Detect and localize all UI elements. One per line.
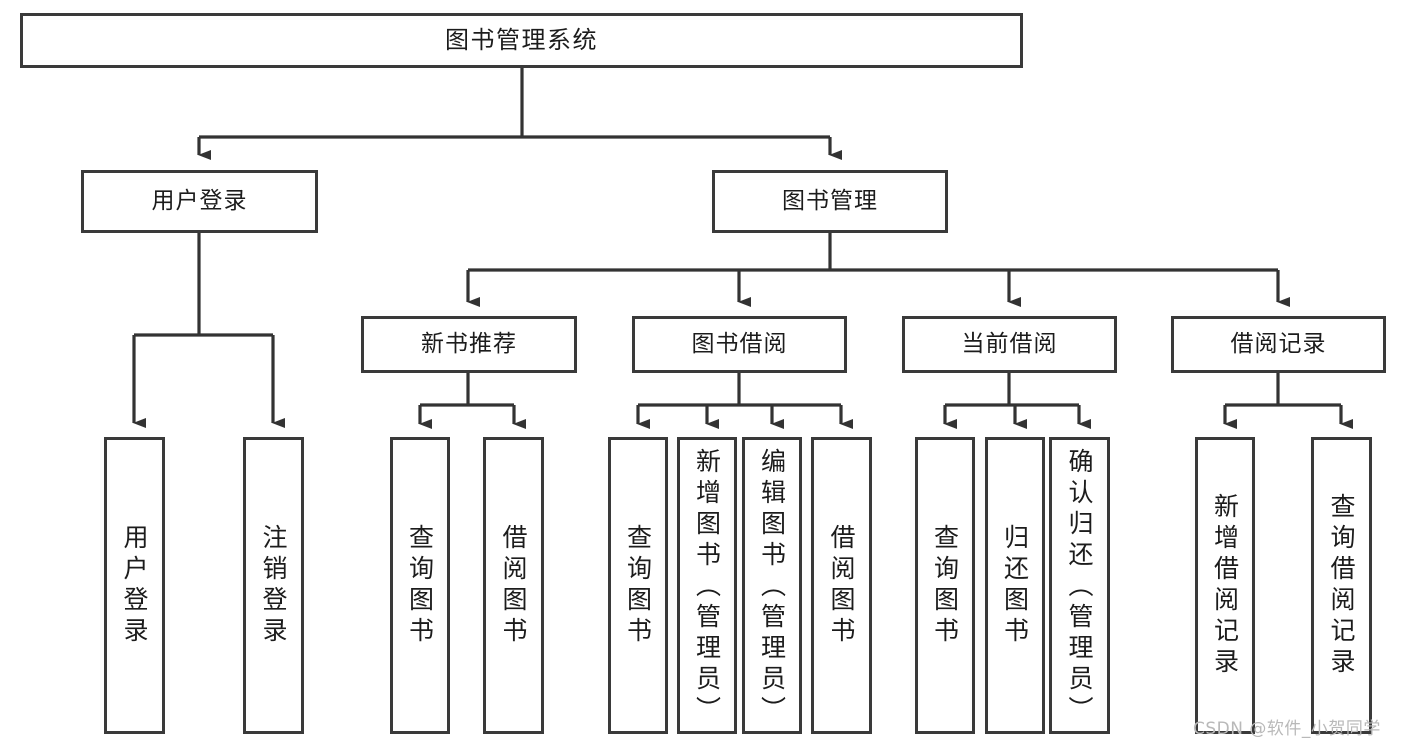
watermark-text: CSDN @软件_小贺同学 [1193,719,1381,739]
node-label: 图书借阅 [691,330,788,357]
node-root-book-management-system[interactable]: 图书管理系统 [20,13,1023,68]
node-borrow-record[interactable]: 借阅记录 [1171,316,1386,373]
node-label: 注销登录 [259,523,288,648]
leaf-borrow-book[interactable]: 借阅图书 [811,437,872,734]
leaf-return-book[interactable]: 归还图书 [985,437,1045,734]
leaf-query-borrow-record[interactable]: 查询借阅记录 [1311,437,1372,734]
node-label: 借阅图书 [499,523,528,648]
leaf-borrow-book-recommend[interactable]: 借阅图书 [483,437,544,734]
node-book-borrow[interactable]: 图书借阅 [632,316,847,373]
node-label: 查询图书 [930,523,960,648]
node-label: 借阅图书 [827,523,856,648]
leaf-add-borrow-record[interactable]: 新增借阅记录 [1195,437,1255,734]
leaf-confirm-return-admin[interactable]: 确认归还（管理员） [1049,437,1110,734]
leaf-user-logout[interactable]: 注销登录 [243,437,304,734]
node-label: 图书管理系统 [445,26,598,55]
leaf-user-login[interactable]: 用户登录 [104,437,165,734]
node-label: 用户登录 [120,523,149,648]
leaf-query-book-current[interactable]: 查询图书 [915,437,975,734]
node-book-management[interactable]: 图书管理 [712,170,948,233]
leaf-query-book-recommend[interactable]: 查询图书 [390,437,450,734]
node-label: 用户登录 [151,187,248,214]
node-user-login[interactable]: 用户登录 [81,170,318,233]
node-current-borrow[interactable]: 当前借阅 [902,316,1117,373]
node-label: 查询图书 [623,523,653,648]
leaf-add-book-admin[interactable]: 新增图书（管理员） [677,437,737,734]
node-label: 确认归还（管理员） [1065,448,1094,727]
node-label: 查询借阅记录 [1327,492,1356,679]
node-label: 当前借阅 [961,330,1058,357]
node-label: 新增借阅记录 [1210,492,1240,679]
node-label: 新书推荐 [421,330,517,357]
node-label: 新增图书（管理员） [692,448,722,727]
leaf-query-book-borrow[interactable]: 查询图书 [608,437,668,734]
csdn-watermark: CSDN @软件_小贺同学 [1193,714,1381,739]
node-label: 查询图书 [405,523,435,648]
node-label: 图书管理 [782,187,878,214]
node-label: 归还图书 [1000,523,1030,648]
node-new-book-recommend[interactable]: 新书推荐 [361,316,577,373]
leaf-edit-book-admin[interactable]: 编辑图书（管理员） [742,437,802,734]
node-label: 编辑图书（管理员） [757,448,787,727]
node-label: 借阅记录 [1230,330,1327,357]
